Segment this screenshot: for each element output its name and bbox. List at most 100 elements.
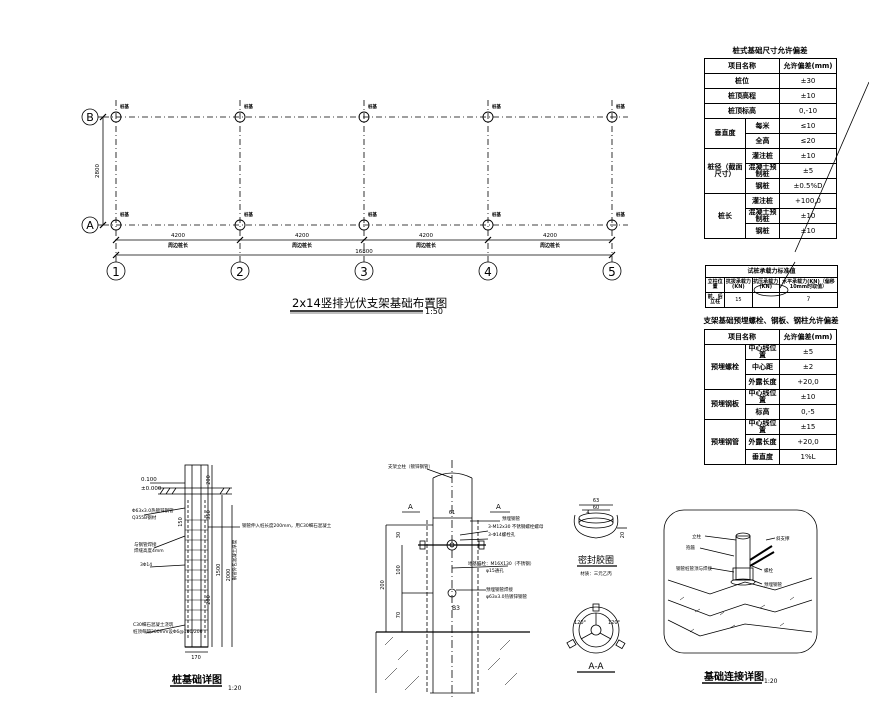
column-detail-labels: 支架立柱（镀锌钢管） A A 3-M12x30 不锈钢螺栓螺母 3-Φ14螺栓孔…	[380, 463, 544, 618]
svg-text:焊缝高度4mm: 焊缝高度4mm	[134, 547, 164, 554]
svg-text:4: 4	[484, 265, 492, 279]
svg-text:120°: 120°	[608, 620, 621, 626]
svg-text:周边桩长: 周边桩长	[292, 242, 313, 249]
section-aa-title: A-A	[588, 662, 604, 672]
section-aa-labels: 120° 120° A-A	[574, 620, 621, 672]
svg-text:φ15通孔: φ15通孔	[486, 567, 504, 574]
svg-text:70: 70	[396, 612, 402, 618]
svg-text:桩基: 桩基	[244, 103, 253, 110]
svg-text:3Φ14: 3Φ14	[140, 562, 152, 568]
svg-text:A: A	[408, 503, 413, 511]
svg-text:地基锚栓：M16X130（不锈钢）: 地基锚栓：M16X130（不锈钢）	[468, 560, 534, 567]
axis-label-a: A	[86, 219, 94, 232]
svg-text:抱箍: 抱箍	[686, 544, 695, 551]
table3-title: 支架基础预埋螺栓、钢板、钢柱允许偏差	[703, 316, 839, 325]
seal-ring-title: 密封胶圈	[578, 554, 614, 566]
pile-detail-labels: 0.100 ±0.000 Φ63x3.0热镀锌钢管 Q355B钢材 与钢管焊接 …	[132, 475, 332, 692]
svg-text:桩基: 桩基	[120, 211, 129, 218]
pile-detail-title: 桩基础详图	[172, 673, 222, 686]
svg-text:170: 170	[191, 655, 201, 661]
svg-text:61: 61	[449, 510, 455, 516]
svg-text:1500: 1500	[216, 564, 222, 577]
svg-text:周边桩长: 周边桩长	[540, 242, 561, 249]
svg-text:桩基: 桩基	[492, 211, 501, 218]
svg-text:φ63x3.0热镀锌钢管: φ63x3.0热镀锌钢管	[486, 593, 528, 600]
plan-labels: B A 1 2 3 4 5 4200 4200 4200 4200 周边桩长 周…	[86, 103, 625, 316]
svg-text:钢管伸入桩长度200mm，用C30细石混凝土: 钢管伸入桩长度200mm，用C30细石混凝土	[242, 522, 332, 529]
svg-text:63: 63	[593, 498, 599, 504]
svg-text:桩基: 桩基	[368, 103, 377, 110]
plan-scale: 1:50	[425, 307, 443, 316]
svg-text:1:20: 1:20	[228, 685, 242, 692]
svg-text:斜支撑: 斜支撑	[776, 535, 790, 542]
svg-text:立柱: 立柱	[692, 533, 701, 540]
svg-text:桩基: 桩基	[616, 103, 625, 110]
svg-text:4200: 4200	[171, 233, 185, 239]
svg-text:钢管外包混凝土厚度: 钢管外包混凝土厚度	[231, 539, 238, 580]
svg-text:5: 5	[608, 265, 616, 279]
svg-text:30: 30	[396, 532, 402, 538]
seal-ring-drawing	[573, 504, 627, 567]
svg-text:350: 350	[206, 510, 212, 520]
table1-title: 桩式基础尺寸允许偏差	[732, 46, 808, 55]
svg-text:桩基: 桩基	[368, 211, 377, 218]
svg-text:60: 60	[593, 505, 599, 511]
svg-text:周边桩长: 周边桩长	[168, 242, 189, 249]
connection-detail-labels: 立柱 抱箍 钢管桩管顶与焊接 螺栓 预埋钢管 斜支撑 基础连接详图 1:20	[676, 533, 790, 685]
svg-text:A: A	[496, 503, 501, 511]
column-detail-drawing	[375, 460, 530, 700]
svg-text:150: 150	[178, 517, 184, 527]
plan-grid	[81, 100, 628, 314]
svg-text:3: 3	[360, 265, 368, 279]
axis-label-b: B	[86, 111, 94, 124]
svg-text:与钢管焊接: 与钢管焊接	[134, 541, 157, 548]
plan-title: 2x14竖排光伏支架基础布置图	[292, 296, 447, 310]
svg-text:桩顶每隔200mm设Φ6@100/200: 桩顶每隔200mm设Φ6@100/200	[133, 628, 203, 635]
svg-text:100: 100	[396, 565, 402, 575]
seal-ring-labels: 63 60 4 20 密封胶圈 材质：三元乙丙	[578, 498, 626, 577]
svg-text:桩基: 桩基	[244, 211, 253, 218]
svg-text:支架立柱（镀锌钢管）: 支架立柱（镀锌钢管）	[388, 463, 433, 470]
svg-text:桩基: 桩基	[616, 211, 625, 218]
svg-text:±0.000: ±0.000	[141, 486, 162, 492]
svg-text:4200: 4200	[295, 233, 309, 239]
svg-text:4: 4	[586, 510, 589, 516]
svg-text:2: 2	[236, 265, 244, 279]
connection-detail-title: 基础连接详图	[703, 670, 764, 683]
svg-text:桩基: 桩基	[492, 103, 501, 110]
svg-text:3-Φ14螺栓孔: 3-Φ14螺栓孔	[488, 531, 516, 538]
svg-text:1:20: 1:20	[764, 678, 778, 685]
svg-text:Φ63x3.0热镀锌钢管: Φ63x3.0热镀锌钢管	[132, 507, 174, 514]
pile-detail-drawing	[143, 464, 240, 687]
svg-text:1: 1	[112, 265, 120, 279]
svg-text:预埋钢管: 预埋钢管	[502, 515, 520, 522]
svg-text:0.100: 0.100	[141, 477, 157, 483]
tolerance-table-embedded: 项目名称允许偏差(mm) 预埋螺栓中心线位置±5 中心距±2 外露长度+20,0…	[704, 329, 837, 465]
svg-text:120°: 120°	[574, 620, 587, 626]
svg-text:钢管桩管顶与焊接: 钢管桩管顶与焊接	[676, 565, 712, 572]
svg-text:预埋钢管: 预埋钢管	[764, 581, 782, 588]
section-aa-drawing	[566, 603, 626, 673]
svg-text:材质：三元乙丙: 材质：三元乙丙	[580, 570, 612, 577]
svg-text:200: 200	[206, 475, 212, 485]
pile-load-table: 试桩承载力标准值 立柱位置 抗拔承载力(KN) 抗压承载力(KN) 水平承载力(…	[704, 265, 839, 308]
connection-detail-drawing	[663, 509, 818, 684]
svg-text:200: 200	[206, 595, 212, 605]
svg-text:Q355B钢材: Q355B钢材	[132, 514, 157, 521]
svg-text:周边桩长: 周边桩长	[416, 242, 437, 249]
svg-text:16800: 16800	[355, 249, 373, 255]
svg-text:预埋钢管焊接: 预埋钢管焊接	[486, 586, 513, 593]
svg-text:3-M12x30 不锈钢螺栓螺母: 3-M12x30 不锈钢螺栓螺母	[488, 523, 544, 530]
svg-text:2000: 2000	[226, 569, 232, 582]
svg-text:C30细石混凝土浇筑: C30细石混凝土浇筑	[133, 621, 174, 628]
svg-text:2800: 2800	[95, 164, 101, 178]
svg-text:200: 200	[380, 580, 386, 590]
svg-text:B3: B3	[452, 605, 460, 612]
svg-text:4200: 4200	[543, 233, 557, 239]
svg-text:20: 20	[620, 532, 626, 538]
svg-text:螺栓: 螺栓	[764, 567, 773, 574]
svg-text:4200: 4200	[419, 233, 433, 239]
svg-text:桩基: 桩基	[120, 103, 129, 110]
